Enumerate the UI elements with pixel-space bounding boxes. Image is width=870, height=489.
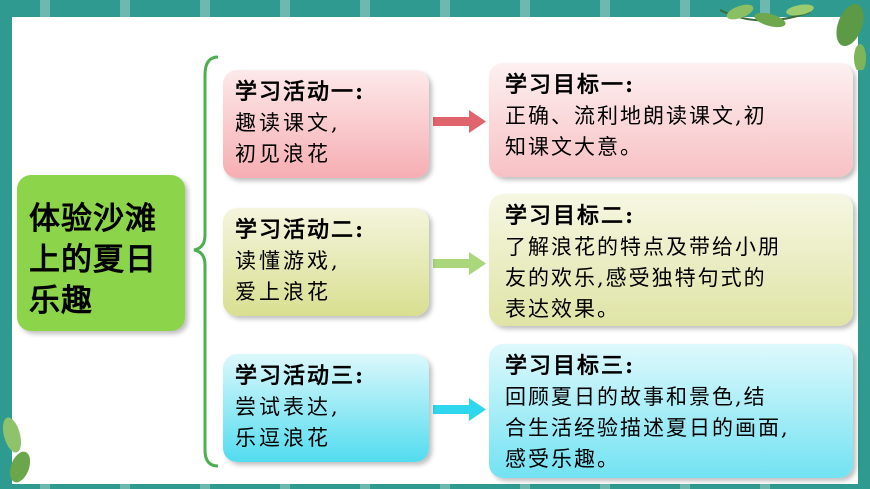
activity-text: 尝试表达, 乐逗浪花 xyxy=(235,395,341,450)
main-topic-box: 体验沙滩上的夏日乐趣 xyxy=(17,175,185,331)
activity-box-1: 学习活动一: 趣读课文, 初见浪花 xyxy=(223,70,429,178)
bracket-line xyxy=(193,55,219,468)
goal-box-3: 学习目标三: 回顾夏日的故事和景色,结 合生活经验描述夏日的画面, 感受乐趣。 xyxy=(489,344,853,478)
goal-heading: 学习目标一: xyxy=(505,72,636,98)
goal-heading: 学习目标三: xyxy=(505,353,636,379)
activity-heading: 学习活动三: xyxy=(235,363,366,389)
arrow-3-icon xyxy=(433,398,486,421)
activity-heading: 学习活动一: xyxy=(235,79,366,105)
goal-text: 了解浪花的特点及带给小朋 友的欢乐,感受独特句式的 表达效果。 xyxy=(505,235,781,321)
goal-box-2: 学习目标二: 了解浪花的特点及带给小朋 友的欢乐,感受独特句式的 表达效果。 xyxy=(489,194,853,326)
goal-text: 正确、流利地朗读课文,初 知课文大意。 xyxy=(505,104,767,159)
activity-text: 趣读课文, 初见浪花 xyxy=(235,111,341,166)
main-topic-title: 体验沙滩上的夏日乐趣 xyxy=(29,201,157,319)
activity-box-2: 学习活动二: 读懂游戏, 爱上浪花 xyxy=(223,208,429,316)
arrow-1-icon xyxy=(433,110,486,133)
arrow-2-icon xyxy=(433,252,486,275)
goal-box-1: 学习目标一: 正确、流利地朗读课文,初 知课文大意。 xyxy=(489,63,853,177)
leaf-decoration-icon xyxy=(719,3,866,70)
activity-heading: 学习活动二: xyxy=(235,217,366,243)
activity-box-3: 学习活动三: 尝试表达, 乐逗浪花 xyxy=(223,354,429,462)
leaf-decoration-icon xyxy=(2,417,31,483)
activity-text: 读懂游戏, 爱上浪花 xyxy=(235,249,341,304)
goal-text: 回顾夏日的故事和景色,结 合生活经验描述夏日的画面, 感受乐趣。 xyxy=(505,385,790,471)
goal-heading: 学习目标二: xyxy=(505,203,636,229)
